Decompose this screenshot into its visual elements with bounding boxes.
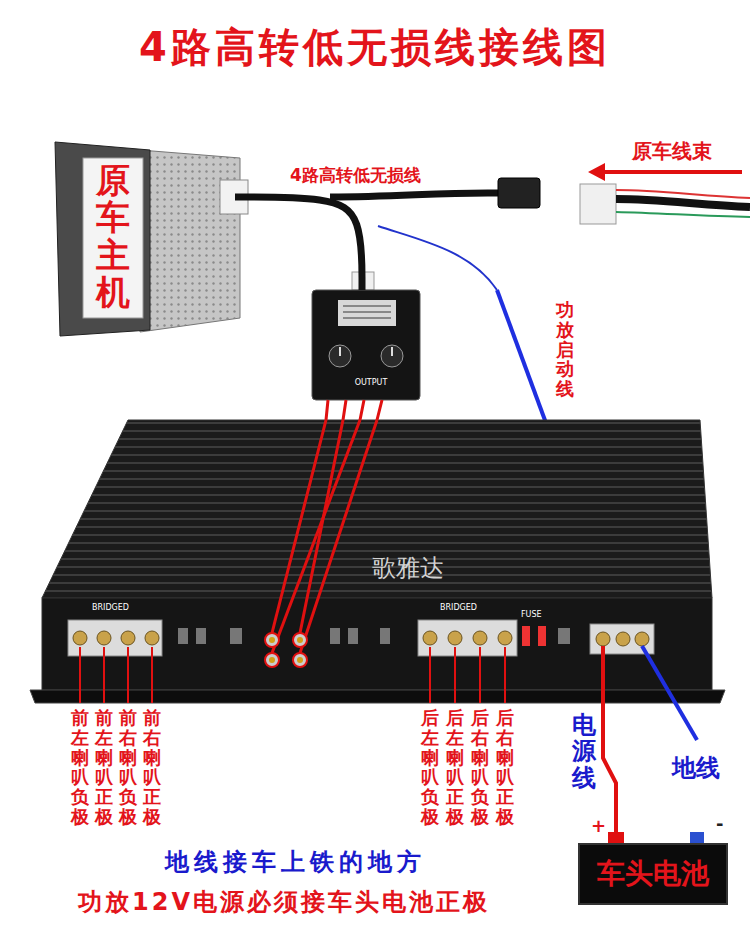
direction-arrow	[602, 170, 742, 174]
power-screw	[596, 632, 610, 646]
remote-wire	[378, 226, 497, 290]
terminal-screw	[423, 631, 437, 645]
terminal-screw	[473, 631, 487, 645]
terminal-screw	[97, 631, 111, 645]
gain-knob	[329, 345, 351, 367]
fuse	[538, 626, 546, 646]
converter-sticker	[338, 300, 396, 326]
ground-wire	[642, 646, 697, 740]
battery: 车头电池	[578, 843, 728, 905]
speaker-terminal-label: 前右喇叭正极	[143, 708, 161, 827]
converter-box: OUTPUT	[312, 290, 430, 400]
signal-wire	[272, 420, 360, 653]
rca-jack	[293, 633, 307, 647]
gain-knob	[381, 345, 403, 367]
harness-cable	[330, 193, 500, 197]
rca-pin	[297, 657, 303, 663]
terminal-screw	[121, 631, 135, 645]
harness-label: 原车线束	[632, 138, 712, 165]
head-unit-body	[140, 150, 240, 332]
harness-cable	[235, 197, 362, 290]
head-unit: 原车主机	[55, 140, 235, 330]
terminal-block	[68, 620, 162, 656]
battery-negative-terminal	[690, 832, 704, 843]
node-text: 车头电池	[597, 855, 709, 893]
harness-wire	[616, 190, 750, 198]
head-unit-panel	[83, 158, 143, 318]
amplifier-heatsink	[42, 420, 712, 598]
polarity-mark: +	[591, 815, 606, 836]
cable-connector	[498, 178, 540, 208]
speaker-terminal-label: 前右喇叭负极	[119, 708, 137, 827]
wire-label: 电源线	[572, 712, 596, 791]
speaker-terminal-label: 后右喇叭正极	[496, 708, 514, 827]
polarity-mark: -	[716, 813, 723, 834]
rca-pin	[269, 657, 275, 663]
harness-wire	[616, 212, 750, 217]
note: 功放12V电源必须接车头电池正极	[78, 886, 490, 918]
panel-label: BRIDGED	[440, 603, 477, 612]
power-screw	[635, 632, 649, 646]
rca-pin	[297, 637, 303, 643]
switch	[380, 628, 390, 644]
node-text: 歌雅达	[372, 552, 444, 584]
speaker-terminal-label: 后左喇叭负极	[421, 708, 439, 827]
wire-label: 4路高转低无损线	[290, 164, 421, 187]
signal-wire	[300, 420, 377, 653]
sticker-line	[343, 305, 391, 307]
amplifier: 歌雅达	[42, 420, 712, 700]
terminal-screw	[448, 631, 462, 645]
leader-line	[429, 647, 431, 703]
switch	[558, 628, 570, 644]
leader-line	[103, 647, 105, 703]
leader-line	[479, 647, 481, 703]
knob-mark	[391, 347, 393, 356]
switch	[230, 628, 242, 644]
speaker-terminal-label: 后右喇叭负极	[471, 708, 489, 827]
switch	[196, 628, 206, 644]
note: 地线接车上铁的地方	[165, 846, 426, 878]
wire-label: 地线	[672, 752, 720, 784]
terminal-block	[418, 620, 517, 656]
amplifier-base	[30, 690, 725, 703]
node-text: 原车主机	[96, 162, 130, 312]
leader-line	[454, 647, 456, 703]
leader-line	[504, 647, 506, 703]
leader-line	[151, 647, 153, 703]
harness-plug	[580, 184, 616, 224]
sticker-line	[343, 311, 391, 313]
head-unit-bezel	[55, 142, 150, 336]
leader-line	[79, 647, 81, 703]
terminal-screw	[498, 631, 512, 645]
fuse	[522, 626, 530, 646]
amplifier-front-panel	[42, 598, 712, 690]
wire-label: 功放启动线	[556, 300, 574, 399]
leader-line	[127, 647, 129, 703]
speaker-terminal-label: 后左喇叭正极	[446, 708, 464, 827]
rca-jack	[265, 653, 279, 667]
speaker-terminal-label: 前左喇叭正极	[95, 708, 113, 827]
speaker-terminal-label: 前左喇叭负极	[71, 708, 89, 827]
rca-jack	[293, 653, 307, 667]
knob-mark	[339, 347, 341, 356]
sticker-line	[343, 317, 391, 319]
diagram-title: 4路高转低无损线接线图	[0, 20, 750, 75]
harness-cable	[616, 199, 750, 207]
power-wire	[601, 646, 605, 700]
power-screw	[616, 632, 630, 646]
switch	[330, 628, 340, 644]
terminal-screw	[73, 631, 87, 645]
node-text: OUTPUT	[312, 290, 430, 387]
terminal-screw	[145, 631, 159, 645]
panel-label: FUSE	[521, 610, 542, 619]
rca-pin	[269, 637, 275, 643]
signal-wire	[300, 420, 343, 633]
switch	[348, 628, 358, 644]
arrow-head	[588, 163, 605, 181]
rca-jack	[265, 633, 279, 647]
panel-label: BRIDGED	[92, 603, 129, 612]
switch	[178, 628, 188, 644]
signal-wire	[326, 400, 382, 420]
